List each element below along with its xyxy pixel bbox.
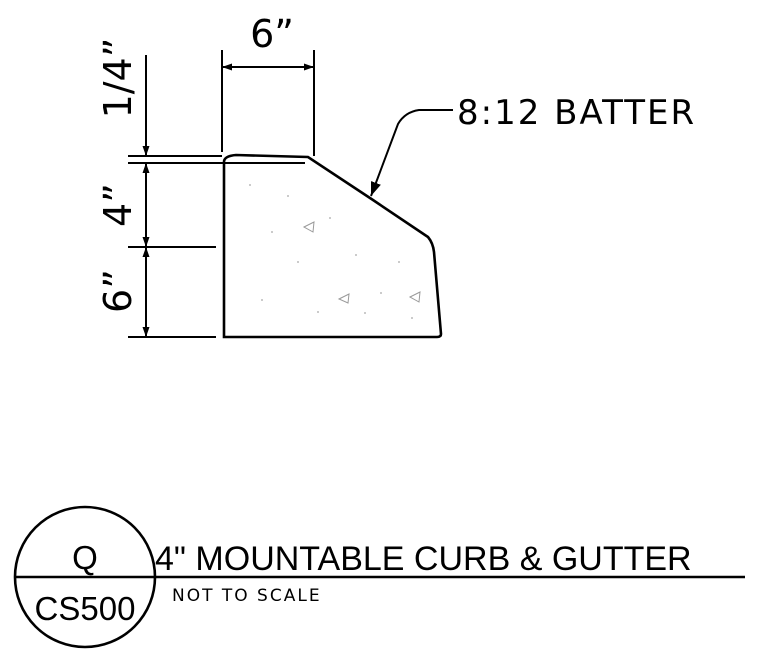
- base-height-label: 6”: [96, 269, 140, 313]
- sheet-id: CS500: [35, 590, 136, 627]
- curb-profile: [222, 153, 443, 339]
- batter-note: 8:12 BATTER: [457, 93, 696, 133]
- curb-height-label: 4”: [96, 183, 140, 227]
- lip-height-label: 1/4”: [96, 38, 140, 119]
- scale-note: NOT TO SCALE: [172, 586, 322, 606]
- top-width-dimension: 6”: [221, 12, 315, 156]
- vertical-dimensions: 1/4” 4” 6”: [96, 38, 305, 338]
- batter-callout: 8:12 BATTER: [370, 93, 696, 197]
- detail-title: 4" MOUNTABLE CURB & GUTTER: [155, 540, 692, 578]
- detail-id: Q: [72, 539, 98, 576]
- concrete-hatch: [249, 184, 421, 319]
- top-width-label: 6”: [250, 12, 294, 56]
- title-block: Q CS500 4" MOUNTABLE CURB & GUTTER NOT T…: [13, 505, 745, 649]
